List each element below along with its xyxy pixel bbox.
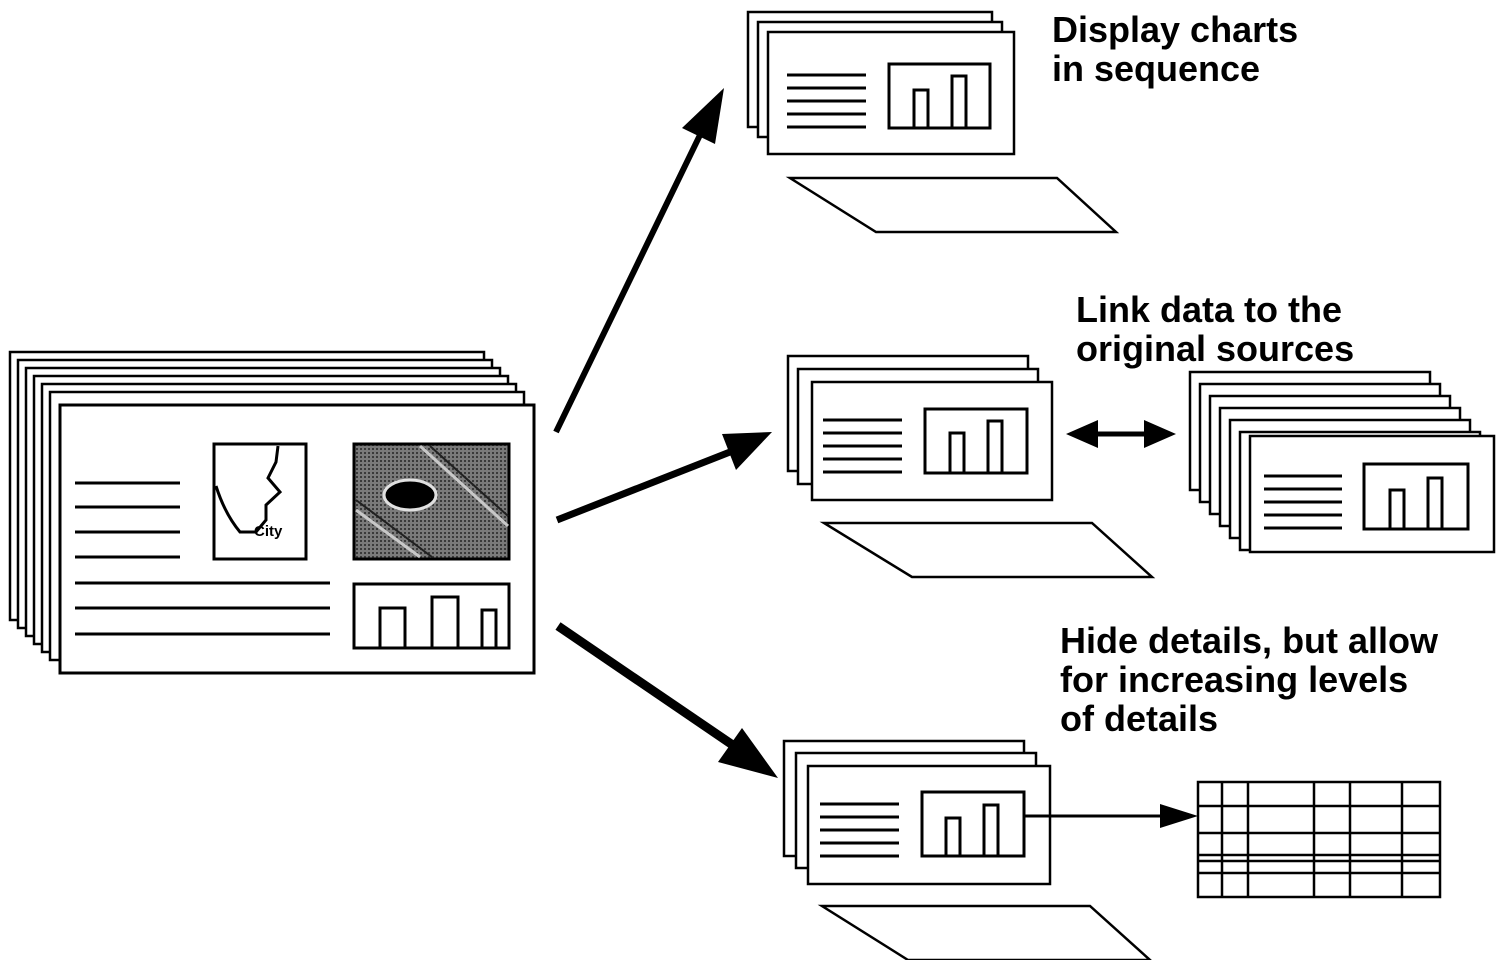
details-text-lines	[820, 802, 899, 858]
map-panel: City	[212, 442, 308, 561]
label-hide-details-line: for increasing levels	[1060, 659, 1409, 700]
source-text-lines	[75, 481, 330, 636]
sequence-screen-plane	[785, 176, 1120, 234]
label-link-data: Link data to the original sources	[1076, 290, 1354, 368]
link-bar-chart	[923, 407, 1029, 475]
details-bar-chart	[920, 790, 1026, 858]
map-city-label: City	[254, 523, 283, 540]
label-link-data-line: Link data to the	[1076, 289, 1343, 330]
label-display-charts: Display charts in sequence	[1052, 10, 1298, 88]
arrow-to-table	[1024, 804, 1198, 828]
sequence-bar-chart	[887, 62, 992, 130]
photo-panel	[352, 442, 511, 561]
details-screen-plane	[817, 904, 1152, 960]
source-bar-chart	[352, 582, 511, 650]
label-link-data-line: original sources	[1076, 328, 1355, 369]
double-arrow-link	[1066, 420, 1176, 448]
original-sources-text-lines	[1264, 474, 1342, 530]
arrow-to-details	[555, 622, 778, 778]
label-display-charts-line: in sequence	[1052, 48, 1261, 89]
sequence-text-lines	[787, 73, 866, 129]
detail-table	[1196, 780, 1442, 899]
label-hide-details-line: Hide details, but allow	[1060, 620, 1439, 661]
arrow-to-sequence	[553, 88, 724, 434]
label-hide-details: Hide details, but allow for increasing l…	[1060, 621, 1438, 738]
link-screen-plane	[819, 521, 1156, 579]
photo-oval	[382, 478, 438, 512]
label-hide-details-line: of details	[1060, 698, 1219, 739]
label-display-charts-line: Display charts	[1052, 9, 1299, 50]
original-sources-bar-chart	[1362, 462, 1470, 531]
link-text-lines	[823, 418, 902, 474]
arrow-to-link	[555, 432, 772, 524]
